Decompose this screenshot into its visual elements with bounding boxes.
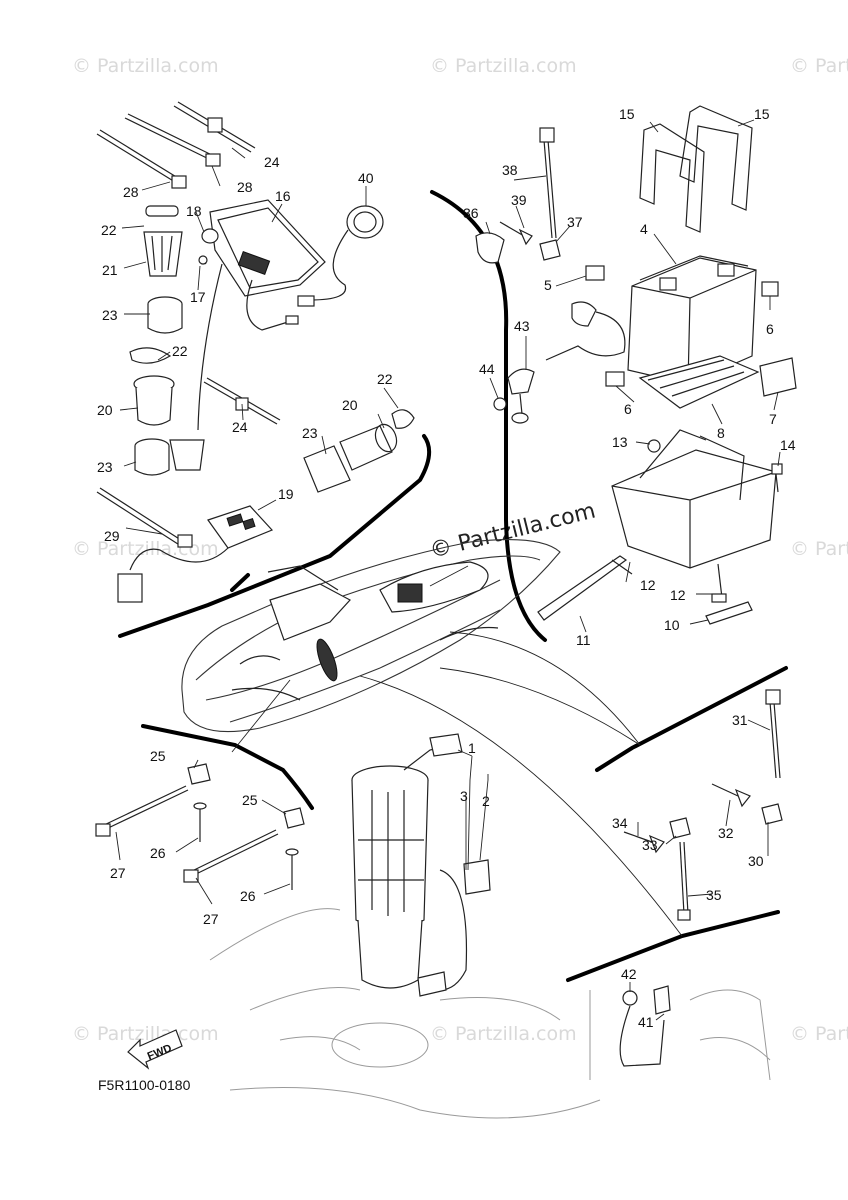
callout-15: 15 — [754, 106, 770, 122]
callout-16: 16 — [275, 188, 291, 204]
callout-15: 15 — [619, 106, 635, 122]
parts-20-22-23-boot-right — [303, 409, 415, 493]
part-4-battery — [627, 255, 757, 385]
part-19-switch — [117, 505, 274, 603]
callout-4: 4 — [640, 221, 648, 237]
callout-22: 22 — [377, 371, 393, 387]
watermark: © Partzilla.com — [790, 1023, 848, 1045]
section-dividers — [118, 190, 788, 982]
callout-3: 3 — [460, 788, 468, 804]
callout-8: 8 — [717, 425, 725, 441]
callout-42: 42 — [621, 966, 637, 982]
callout-28: 28 — [123, 184, 139, 200]
callout-13: 13 — [612, 434, 628, 450]
lower-right-divider — [566, 910, 780, 982]
part-17-18-grommet — [169, 228, 223, 471]
upper-left-divider — [118, 434, 432, 638]
parts-30-35-clips — [623, 689, 783, 921]
leader-lines — [115, 119, 781, 1021]
callout-28: 28 — [237, 179, 253, 195]
callout-1: 1 — [468, 740, 476, 756]
callout-36: 36 — [463, 205, 479, 221]
callout-17: 17 — [190, 289, 206, 305]
parts-41-42-ground-lead — [619, 985, 771, 1081]
callout-30: 30 — [748, 853, 764, 869]
callout-23: 23 — [102, 307, 118, 323]
callout-12: 12 — [640, 577, 656, 593]
parts-9-10-11-12-13-14-battery-box — [537, 429, 783, 625]
parts-28-24-cable-ties — [96, 101, 281, 548]
callout-33: 33 — [642, 837, 658, 853]
divider-stub — [230, 573, 250, 592]
pointer-arrows — [231, 565, 683, 937]
callout-29: 29 — [104, 528, 120, 544]
callout-14: 14 — [780, 437, 796, 453]
callout-27: 27 — [203, 911, 219, 927]
diagram-code: F5R1100-0180 — [98, 1077, 191, 1093]
callout-5: 5 — [544, 277, 552, 293]
watermark: © Partzilla.com — [72, 1023, 219, 1045]
watermark: © Partzilla.com — [72, 538, 219, 560]
parts-21-22-23-boot-left — [129, 205, 183, 476]
callout-40: 40 — [358, 170, 374, 186]
callout-35: 35 — [706, 887, 722, 903]
parts-5-6-7-8-battery-pads — [585, 265, 797, 409]
callout-44: 44 — [479, 361, 495, 377]
watermark: © Partzilla.com — [790, 55, 848, 77]
callout-25: 25 — [150, 748, 166, 764]
part-40-buzzer — [297, 205, 384, 307]
callout-2: 2 — [482, 793, 490, 809]
center-watermark: © Partzilla.com — [427, 498, 598, 563]
callout-18: 18 — [186, 203, 202, 219]
callout-25: 25 — [242, 792, 258, 808]
callout-39: 39 — [511, 192, 527, 208]
callout-26: 26 — [240, 888, 256, 904]
callout-23: 23 — [97, 459, 113, 475]
part-15-battery-bands — [639, 105, 753, 233]
callout-31: 31 — [732, 712, 748, 728]
callout-10: 10 — [664, 617, 680, 633]
callout-22: 22 — [172, 343, 188, 359]
callout-6: 6 — [624, 401, 632, 417]
watermark: © Partzilla.com — [72, 55, 219, 77]
callout-34: 34 — [612, 815, 628, 831]
callout-24: 24 — [232, 419, 248, 435]
callout-11: 11 — [576, 632, 591, 648]
callout-23: 23 — [302, 425, 318, 441]
callout-26: 26 — [150, 845, 166, 861]
part-16-meter — [209, 199, 326, 331]
watermark: © Partzilla.com — [430, 1023, 577, 1045]
callout-43: 43 — [514, 318, 530, 334]
lower-left-divider — [141, 724, 314, 810]
callout-41: 41 — [638, 1014, 654, 1030]
callout-6: 6 — [766, 321, 774, 337]
callout-12: 12 — [670, 587, 686, 603]
callout-27: 27 — [110, 865, 126, 881]
callout-37: 37 — [567, 214, 583, 230]
watermark: © Partzilla.com — [790, 538, 848, 560]
callout-labels: 24 28 28 22 18 16 40 21 17 23 22 20 22 2… — [97, 106, 796, 1030]
callout-38: 38 — [502, 162, 518, 178]
parts-36-37-38-39-43-44-cables — [475, 127, 626, 424]
callout-21: 21 — [102, 262, 118, 278]
callout-22: 22 — [101, 222, 117, 238]
callout-19: 19 — [278, 486, 294, 502]
parts-25-26-27-clips — [95, 763, 305, 890]
watermark: © Partzilla.com — [430, 55, 577, 77]
upper-right-divider — [430, 190, 547, 642]
callout-20: 20 — [342, 397, 358, 413]
callout-32: 32 — [718, 825, 734, 841]
callout-7: 7 — [769, 411, 777, 427]
mid-right-divider — [595, 666, 788, 772]
watercraft-outline — [181, 538, 561, 733]
part-1-fuel-pump — [351, 733, 491, 997]
callout-20: 20 — [97, 402, 113, 418]
fuel-tank-ghost-outline — [209, 908, 601, 1119]
callout-24: 24 — [264, 154, 280, 170]
